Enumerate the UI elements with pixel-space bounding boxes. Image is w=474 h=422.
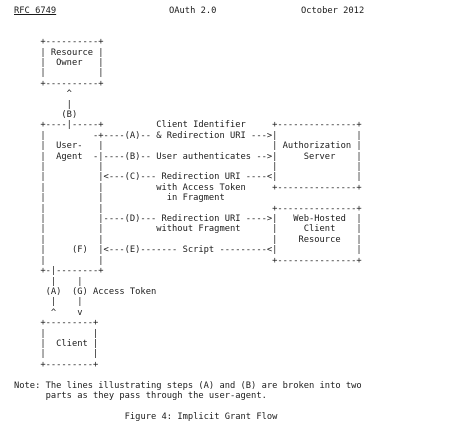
rfc-link[interactable]: RFC 6749 <box>14 6 57 16</box>
diagram-note: Note: The lines illustrating steps (A) a… <box>14 381 464 402</box>
page-header: RFC 6749 OAuth 2.0 October 2012 <box>14 6 464 16</box>
header-title: OAuth 2.0 <box>169 6 217 16</box>
figure-caption: Figure 4: Implicit Grant Flow <box>14 412 464 422</box>
note-line-2: parts as they pass through the user-agen… <box>14 390 267 401</box>
header-date: October 2012 <box>301 6 365 16</box>
implicit-grant-flow-diagram: +----------+ | Resource | | Owner | | | … <box>40 37 362 370</box>
spacer <box>14 16 464 26</box>
spacer <box>14 370 464 380</box>
rfc-page: RFC 6749 OAuth 2.0 October 2012 +-------… <box>14 6 464 422</box>
note-line-1: Note: The lines illustrating steps (A) a… <box>14 380 362 391</box>
figure-caption-text: Figure 4: Implicit Grant Flow <box>124 411 278 422</box>
spacer <box>14 27 464 37</box>
spacer <box>14 401 464 411</box>
